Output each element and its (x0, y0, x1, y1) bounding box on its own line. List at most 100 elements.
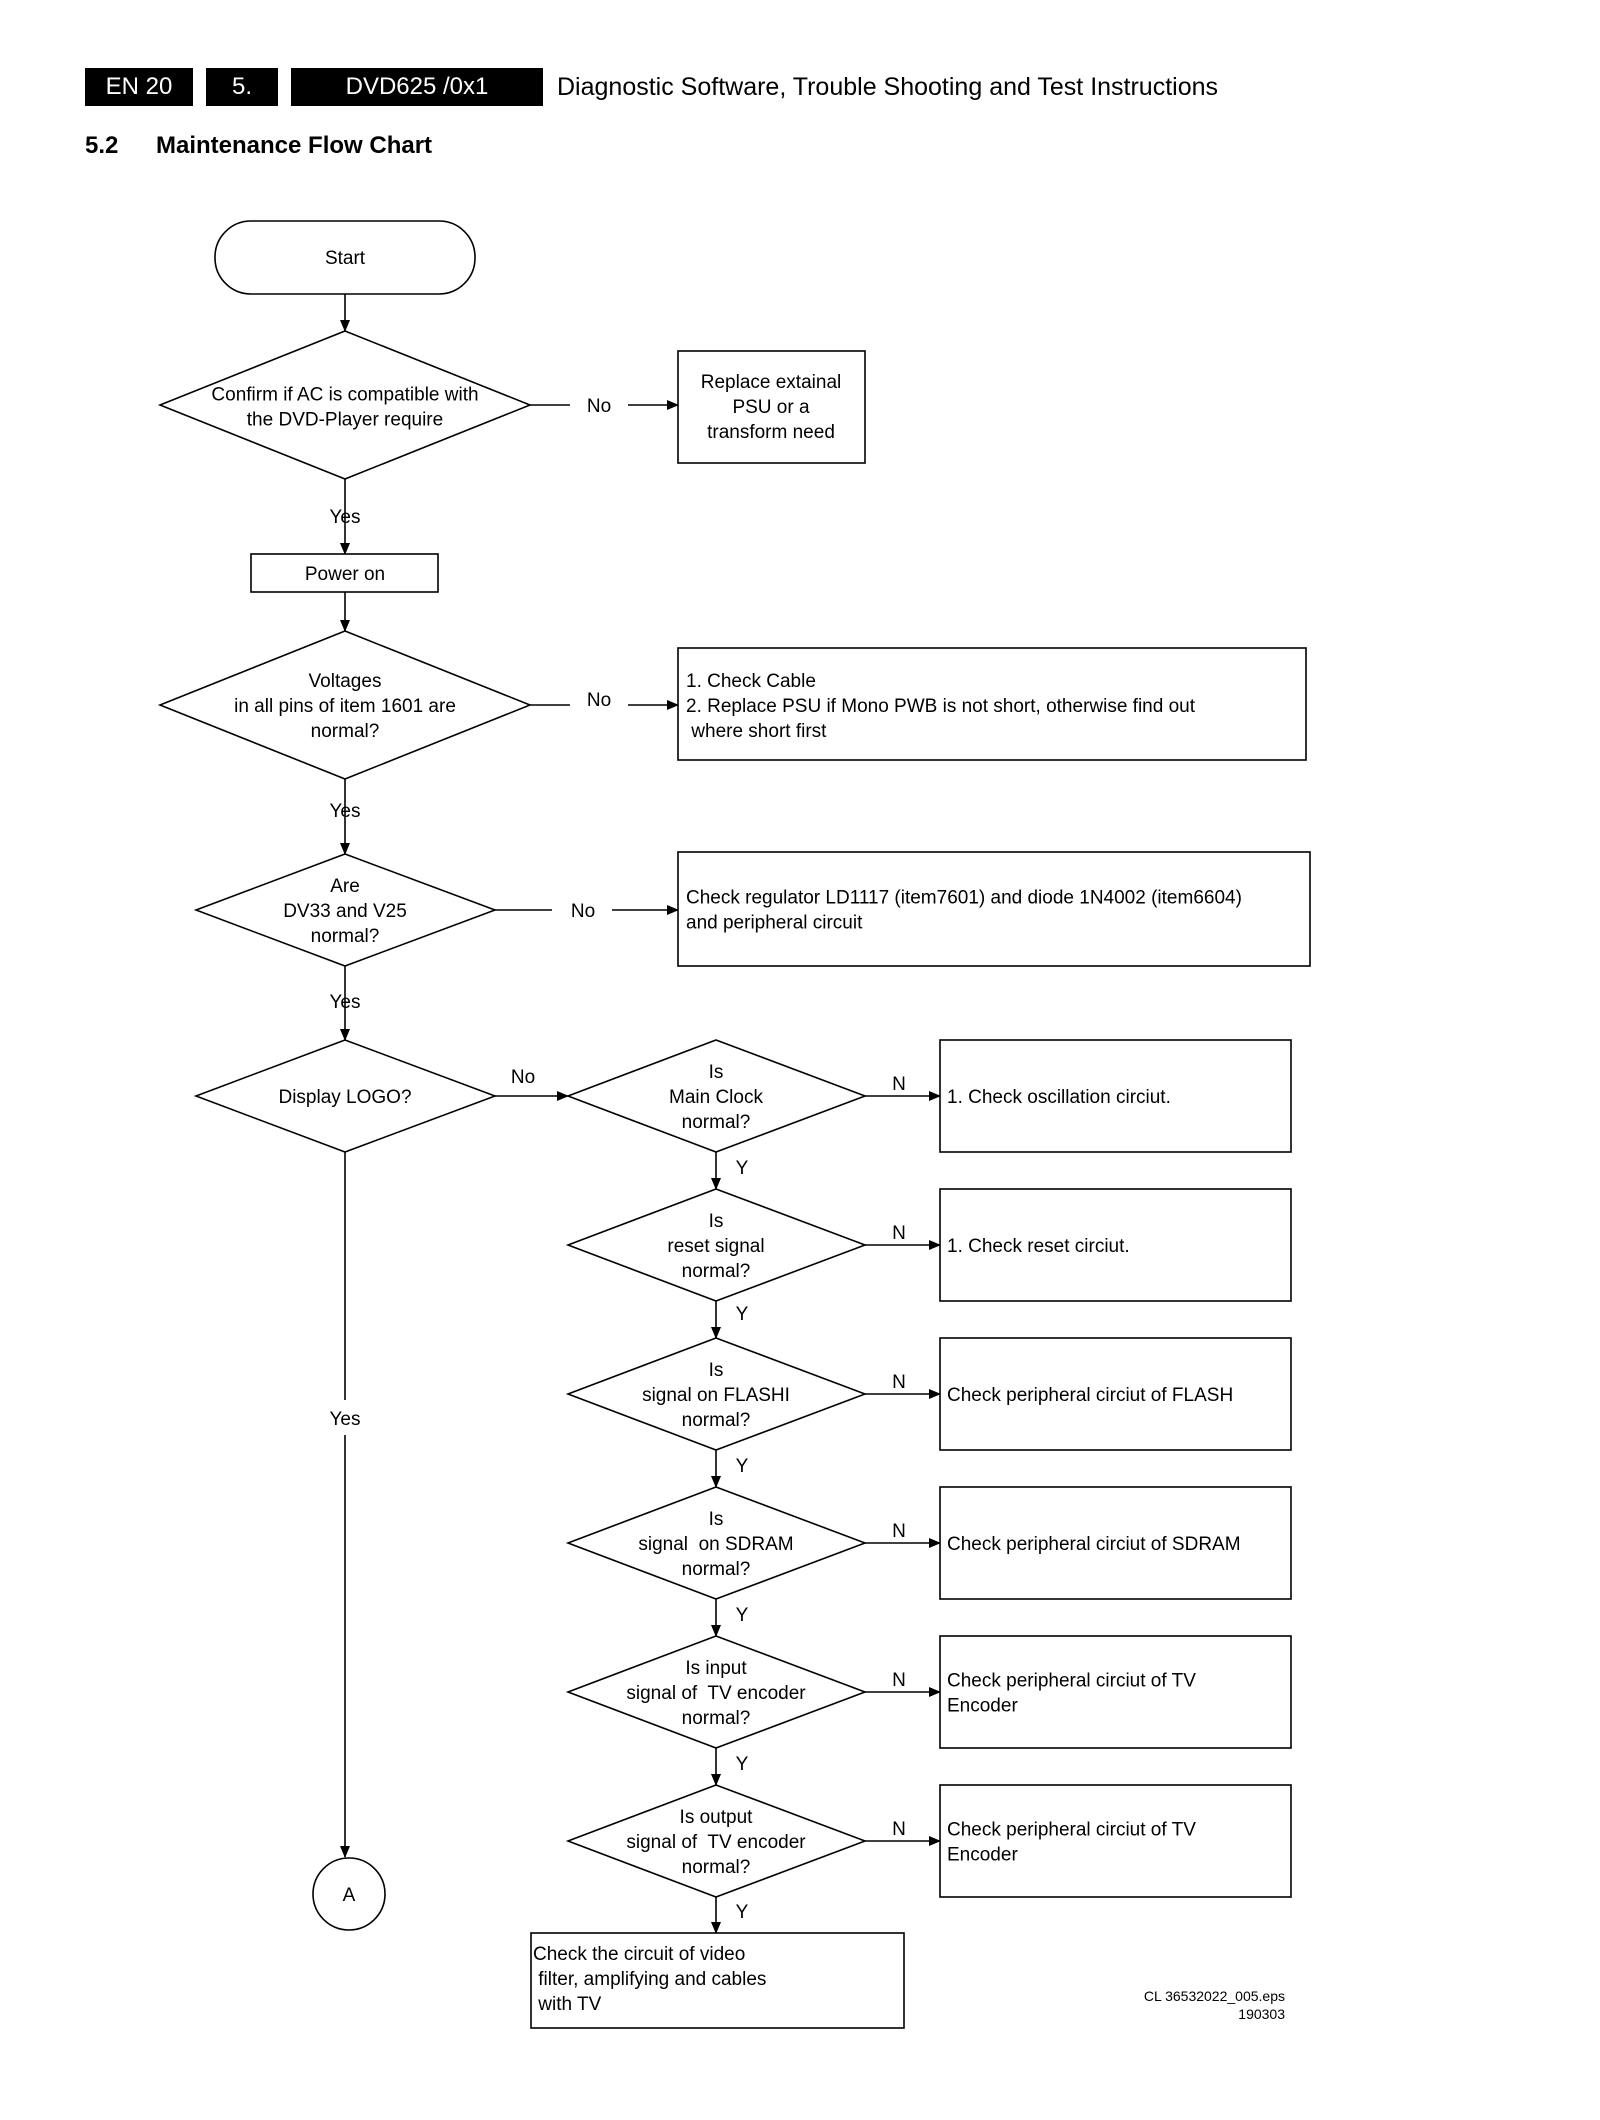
label-dv33-yes: Yes (330, 992, 361, 1013)
process-replace-psu-label-line-2: PSU or a (732, 397, 810, 418)
label-sdram-n: N (892, 1521, 906, 1542)
label-tv-out-n: N (892, 1819, 906, 1840)
label-tv-out-y: Y (736, 1902, 749, 1923)
process-check-oscillation: 1. Check oscillation circiut. (939, 1039, 1292, 1153)
process-check-flash-label: Check peripheral circiut of FLASH (947, 1385, 1233, 1406)
start-node: Start (214, 220, 476, 295)
header-page-tag: EN 20 (85, 68, 193, 106)
label-reset-y: Y (736, 1304, 749, 1325)
process-check-regulator-label-line-1: Check regulator LD1117 (item7601) and di… (686, 888, 1242, 909)
process-check-cable-label-line-1: 1. Check Cable (686, 671, 816, 692)
decision-voltages: Voltages in all pins of item 1601 are norm… (157, 630, 533, 780)
process-check-cable: 1. Check Cable 2. Replace PSU if Mono PWB… (677, 647, 1307, 761)
process-power-on: Power on (250, 553, 439, 593)
process-check-regulator: Check regulator LD1117 (item7601) and di… (677, 851, 1311, 967)
decision-tv-out-label-line-2: signal of TV encoder (626, 1832, 806, 1853)
decision-ac-compatible: Confirm if AC is compatible with the DVD-… (157, 330, 533, 480)
section-title: Maintenance Flow Chart (156, 132, 433, 159)
decision-voltages-label-line-2: in all pins of item 1601 are (234, 696, 456, 717)
process-check-cable-label: 1. Check Cable 2. Replace PSU if Mono PWB… (686, 671, 1196, 742)
start-label: Start (325, 248, 366, 269)
label-flash-y: Y (736, 1456, 749, 1477)
decision-flash-label-line-3: normal? (682, 1410, 751, 1431)
decision-tv-encoder-input: Is input signal of TV encoder normal? (565, 1635, 868, 1749)
decision-tv-out-label: Is output signal of TV encoder normal? (626, 1807, 806, 1878)
footer-file-reference: CL 36532022_005.eps (1143, 1988, 1285, 2004)
label-voltages-yes: Yes (330, 801, 361, 822)
connector-a: A (312, 1857, 386, 1931)
process-check-cable-label-line-2: 2. Replace PSU if Mono PWB is not short,… (686, 696, 1196, 717)
process-check-reset: 1. Check reset circiut. (939, 1188, 1292, 1302)
process-check-flash-label-line-1: Check peripheral circiut of FLASH (947, 1385, 1233, 1406)
process-check-sdram-label-line-1: Check peripheral circiut of SDRAM (947, 1534, 1241, 1555)
decision-flash-label-line-2: signal on FLASHI (642, 1385, 790, 1406)
decision-clock-label-line-2: Main Clock (669, 1087, 763, 1108)
footer-date: 190303 (1238, 2006, 1285, 2022)
decision-sdram-label-line-3: normal? (682, 1559, 751, 1580)
process-check-sdram-label: Check peripheral circiut of SDRAM (947, 1534, 1241, 1555)
decision-reset-label-line-3: normal? (682, 1261, 751, 1282)
decision-logo-label-line-1: Display LOGO? (278, 1087, 411, 1108)
process-check-flash: Check peripheral circiut of FLASH (939, 1337, 1292, 1451)
label-logo-yes: Yes (330, 1409, 361, 1430)
decision-voltages-label-line-3: normal? (311, 721, 380, 742)
process-check-regulator-label: Check regulator LD1117 (item7601) and di… (686, 888, 1242, 934)
decision-dv33-label-line-1: Are (330, 876, 360, 897)
decision-tv-encoder-output: Is output signal of TV encoder normal? (565, 1784, 868, 1898)
process-check-sdram: Check peripheral circiut of SDRAM (939, 1486, 1292, 1600)
decision-reset-label-line-1: Is (709, 1211, 724, 1232)
connector-a-label: A (343, 1885, 356, 1906)
process-check-video-label-line-2: filter, amplifying and cables (533, 1969, 766, 1990)
decision-ac-label-line-1: Confirm if AC is compatible with (211, 385, 478, 406)
section-number: 5.2 (85, 132, 119, 159)
process-replace-psu-label-line-3: transform need (707, 422, 835, 443)
process-check-cable-label-line-3: where short first (686, 721, 827, 742)
start-label-line-1: Start (325, 248, 366, 269)
decision-sdram-label-line-2: signal on SDRAM (638, 1534, 793, 1555)
decision-clock-label-line-3: normal? (682, 1112, 751, 1133)
decision-tv-out-label-line-1: Is output (680, 1807, 754, 1828)
header-model-tag: DVD625 /0x1 (291, 68, 543, 106)
label-flash-n: N (892, 1372, 906, 1393)
decision-voltages-label: Voltages in all pins of item 1601 are norm… (234, 671, 456, 742)
decision-ac-label-line-2: the DVD-Player require (247, 410, 443, 431)
decision-ac-label: Confirm if AC is compatible with the DVD-… (211, 385, 478, 431)
process-power-on-label-line-1: Power on (305, 564, 385, 585)
label-ac-no: No (587, 396, 611, 417)
process-power-on-label: Power on (305, 564, 385, 585)
process-check-reset-label: 1. Check reset circiut. (947, 1236, 1130, 1257)
decision-clock-label-line-1: Is (709, 1062, 724, 1083)
decision-display-logo: Display LOGO? (193, 1039, 498, 1153)
decision-tv-in-label-line-2: signal of TV encoder (626, 1683, 806, 1704)
label-clock-y: Y (736, 1158, 749, 1179)
decision-tv-out-label-line-3: normal? (682, 1857, 751, 1878)
process-check-tv-out-label-line-2: Encoder (947, 1845, 1018, 1866)
connector-a-label-line-1: A (343, 1885, 356, 1906)
decision-dv33-label-line-2: DV33 and V25 (283, 901, 407, 922)
label-tv-in-y: Y (736, 1754, 749, 1775)
process-check-video-label-line-1: Check the circuit of video (533, 1944, 745, 1965)
decision-voltages-label-line-1: Voltages (309, 671, 382, 692)
decision-tv-in-label-line-1: Is input (685, 1658, 747, 1679)
decision-tv-in-label-line-3: normal? (682, 1708, 751, 1729)
process-check-reset-label-line-1: 1. Check reset circiut. (947, 1236, 1130, 1257)
decision-reset-label-line-2: reset signal (667, 1236, 764, 1257)
label-tv-in-n: N (892, 1670, 906, 1691)
process-check-regulator-label-line-2: and peripheral circuit (686, 913, 863, 934)
process-check-tv-in-label-line-2: Encoder (947, 1696, 1018, 1717)
decision-tv-in-label: Is input signal of TV encoder normal? (626, 1658, 806, 1729)
label-logo-no: No (511, 1067, 535, 1088)
label-voltages-no: No (587, 690, 611, 711)
